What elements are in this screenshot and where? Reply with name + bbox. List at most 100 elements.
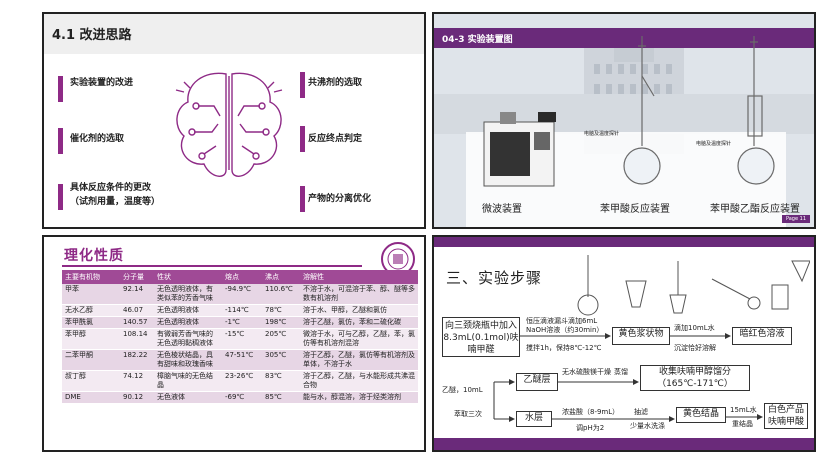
cell: 205℃ — [262, 328, 300, 350]
cell: 74.12 — [120, 370, 154, 392]
col-header: 分子量 — [120, 270, 154, 284]
cell: 108.14 — [120, 328, 154, 350]
col-header: 溶解性 — [300, 270, 418, 284]
step-label: 蒸馏 — [614, 368, 628, 376]
step-label: 恒压滴液漏斗滴加6mL NaOH溶液（约30min） — [526, 317, 604, 334]
step-box-start: 向三颈烧瓶中加入8.3mL(0.1mol)呋喃甲醛 — [442, 317, 520, 357]
cell: 无色透明液体 — [154, 316, 222, 329]
idea-label-3: 具体反应条件的更改 （试剂用量，温度等） — [70, 183, 161, 207]
bullet-marker — [58, 184, 63, 210]
tiny-label: 电脑及温度探针 — [584, 131, 620, 137]
caption-benzoic-acid: 苯甲酸反应装置 — [600, 204, 670, 215]
slide-title: 理化性质 — [64, 248, 124, 264]
cell: 90.12 — [120, 391, 154, 404]
slide-title-bar: 4.1 改进思路 — [44, 14, 424, 54]
brain-lightbulb-icon — [175, 72, 283, 177]
cell: 无色液体 — [154, 391, 222, 404]
slide-apparatus[interactable]: 04-3 实验装置图 微波装置 苯甲酸反应装置 苯甲酸乙酯反应装置 电脑及温度探… — [432, 12, 816, 229]
cell: 苯甲醇 — [62, 328, 120, 350]
cell: 叔丁醇 — [62, 370, 120, 392]
cell: 能与水，醇混溶，溶于烃类溶剂 — [300, 391, 418, 404]
cell: -114℃ — [222, 304, 262, 317]
cell: 78℃ — [262, 304, 300, 317]
title-underline — [62, 265, 362, 267]
col-header: 主要有机物 — [62, 270, 120, 284]
top-band — [434, 237, 814, 247]
table-row: 苯甲酰氯 140.57 无色透明液体 -1℃ 198℃ 溶于乙醚，氯仿，苯和二硫… — [62, 316, 418, 329]
cell: 微溶于水，可与乙醇，乙醚，苯，氯仿等有机溶剂混溶 — [300, 328, 418, 350]
cell: 苯甲酰氯 — [62, 316, 120, 329]
slide-properties-table[interactable]: 理化性质 主要有机物 分子量 性状 熔点 沸点 溶解性 甲苯 92.14 无色透… — [42, 235, 426, 452]
slide-improvement-ideas[interactable]: 4.1 改进思路 实验装置的改进 催化剂的选取 具体反应条件的更改 （试剂用量，… — [42, 12, 426, 229]
cell: 不溶于水，可混溶于苯、醇、醚等多数有机溶剂 — [300, 284, 418, 305]
step-label: 萃取三次 — [454, 410, 482, 418]
ethyl-benzoate-glassware-icon — [737, 36, 775, 185]
table-row: 无水乙醇 46.07 无色透明液体 -114℃ 78℃ 溶于水、甲醇，乙醚和氯仿 — [62, 304, 418, 317]
step-box-yellow-crystal: 黄色结晶 — [676, 407, 726, 423]
table-row: 苯甲醇 108.14 有微弱芳香气味的无色透明黏稠液体 -15℃ 205℃ 微溶… — [62, 328, 418, 350]
step-label: 沉淀恰好溶解 — [674, 344, 716, 352]
cell: 二苯甲酮 — [62, 349, 120, 371]
tiny-label: 电脑及温度探针 — [696, 141, 732, 147]
cell: 无色透明液体，有类似苯的芳香气味 — [154, 284, 222, 305]
microwave-apparatus-icon — [483, 112, 556, 187]
cell: 溶于水、甲醇，乙醚和氯仿 — [300, 304, 418, 317]
idea-label-2: 催化剂的选取 — [70, 134, 125, 144]
cell: 樟脑气味的无色结晶 — [154, 370, 222, 392]
bullet-marker — [300, 126, 305, 152]
cell: 无色透明液体 — [154, 304, 222, 317]
table-row: DME 90.12 无色液体 -69℃ 85℃ 能与水，醇混溶，溶于烃类溶剂 — [62, 391, 418, 404]
caption-microwave: 微波装置 — [482, 204, 522, 215]
slide-title: 4.1 改进思路 — [52, 28, 132, 43]
slide-header-title: 04-3 实验装置图 — [442, 35, 513, 45]
cell: 无水乙醇 — [62, 304, 120, 317]
step-box-dark-red: 暗红色溶液 — [732, 327, 792, 345]
step-label: 少量水洗涤 — [630, 422, 665, 430]
cell: 溶于乙醇，乙醚，氯仿等有机溶剂及单体，不溶于水 — [300, 349, 418, 371]
slide-procedure[interactable]: 三、实验步骤 向三颈烧瓶中加入8.3mL(0.1mol)呋喃甲醛 恒压滴液漏斗滴… — [432, 235, 816, 452]
slide-title: 三、实验步骤 — [446, 269, 543, 287]
step-box-water-layer: 水层 — [516, 411, 552, 427]
bullet-marker — [58, 76, 63, 102]
step-label: 抽滤 — [634, 408, 648, 416]
step-label: 搅拌1h，保持8℃-12℃ — [526, 344, 602, 352]
slide-header-bar: 04-3 实验装置图 — [434, 28, 814, 48]
col-header: 性状 — [154, 270, 222, 284]
bullet-marker — [58, 128, 63, 154]
cell: DME — [62, 391, 120, 404]
cell: -1℃ — [222, 316, 262, 329]
cell: 92.14 — [120, 284, 154, 305]
cell: -94.9℃ — [222, 284, 262, 305]
cell: -15℃ — [222, 328, 262, 350]
step-box-yellow-slurry: 黄色浆状物 — [612, 327, 670, 345]
cell: 85℃ — [262, 391, 300, 404]
cell: 无色棱状结晶，具有甜味和玫瑰香味 — [154, 349, 222, 371]
cell: 140.57 — [120, 316, 154, 329]
idea-label-6: 产物的分离优化 — [308, 194, 372, 204]
properties-table: 主要有机物 分子量 性状 熔点 沸点 溶解性 甲苯 92.14 无色透明液体，有… — [62, 270, 418, 404]
bottom-band — [434, 438, 814, 450]
step-label: 乙醚，10mL — [442, 386, 483, 394]
cell: 有微弱芳香气味的无色透明黏稠液体 — [154, 328, 222, 350]
cell: 溶于乙醇，乙醚，与水能形成共沸混合物 — [300, 370, 418, 392]
cell: 23-26℃ — [222, 370, 262, 392]
table-header-row: 主要有机物 分子量 性状 熔点 沸点 溶解性 — [62, 270, 418, 284]
cell: -69℃ — [222, 391, 262, 404]
caption-ethyl-benzoate: 苯甲酸乙酯反应装置 — [710, 204, 800, 215]
cell: 110.6℃ — [262, 284, 300, 305]
table-row: 二苯甲酮 182.22 无色棱状结晶，具有甜味和玫瑰香味 47-51℃ 305℃… — [62, 349, 418, 371]
cell: 47-51℃ — [222, 349, 262, 371]
step-label: 浓盐酸（8-9mL） — [562, 408, 620, 416]
step-box-ether-layer: 乙醚层 — [516, 373, 558, 391]
cell: 溶于乙醚，氯仿，苯和二硫化碳 — [300, 316, 418, 329]
step-box-collect: 收集呋喃甲醇馏分（165℃-171℃） — [640, 365, 750, 391]
idea-label-4: 共沸剂的选取 — [308, 78, 363, 88]
bullet-marker — [300, 72, 305, 98]
table-row: 叔丁醇 74.12 樟脑气味的无色结晶 23-26℃ 83℃ 溶于乙醇，乙醚，与… — [62, 370, 418, 392]
step-label: 无水硫酸镁干燥 — [562, 368, 611, 376]
cell: 305℃ — [262, 349, 300, 371]
col-header: 熔点 — [222, 270, 262, 284]
cell: 46.07 — [120, 304, 154, 317]
step-label: 重结晶 — [732, 420, 753, 428]
idea-label-1: 实验装置的改进 — [70, 78, 134, 88]
